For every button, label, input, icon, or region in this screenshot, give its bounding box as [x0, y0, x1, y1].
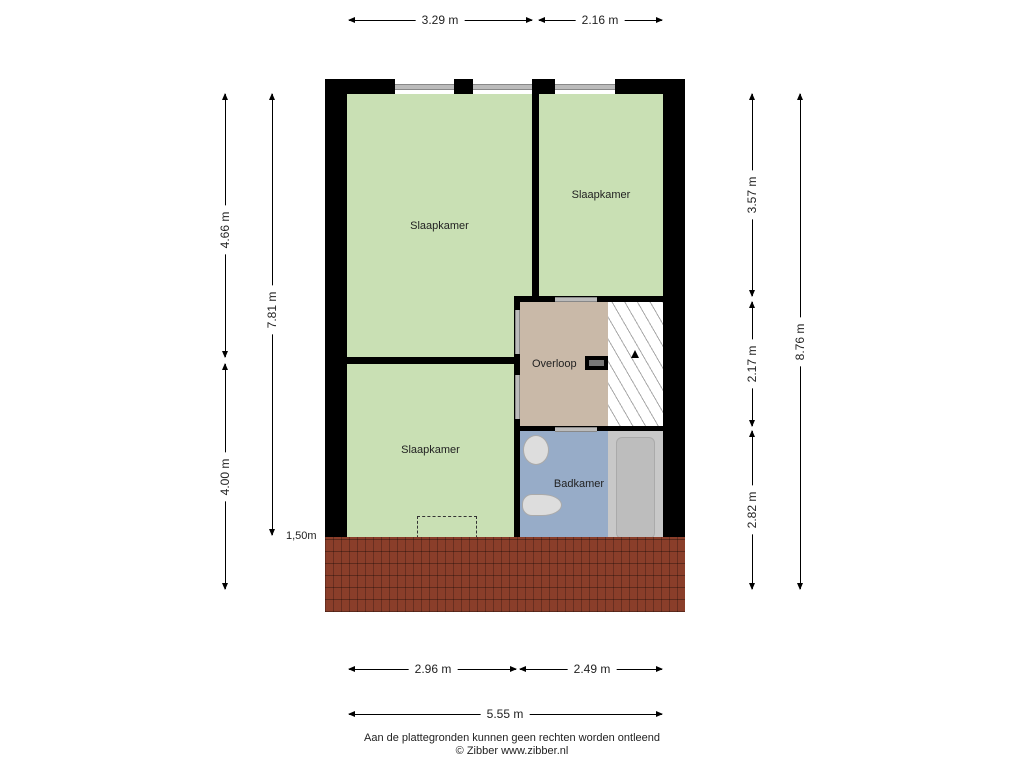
dim-label: 4.00 m [218, 452, 232, 502]
dim-label: 7.81 m [265, 285, 279, 335]
dim-label: 2.16 m [575, 13, 625, 27]
door-opening [555, 427, 597, 432]
dim-label: 4.66 m [218, 205, 232, 255]
room-label: Slaapkamer [410, 219, 469, 232]
room-label: Badkamer [553, 478, 605, 490]
dim-label: 3.57 m [745, 170, 759, 220]
window [473, 84, 532, 90]
room-slaapkamer-top-left: Slaapkamer [347, 94, 532, 357]
sink-icon [523, 435, 549, 465]
chimney [585, 356, 608, 370]
height-mark-label: 1,50m [286, 530, 317, 542]
door-opening [515, 310, 520, 354]
door-opening [515, 375, 520, 419]
dim-label: 2.96 m [408, 662, 458, 676]
dim-label: 2.82 m [745, 485, 759, 535]
dim-label: 5.55 m [480, 707, 530, 721]
wall-interior [347, 357, 516, 364]
toilet-icon [522, 494, 562, 516]
footer-copyright: © Zibber www.zibber.nl [455, 745, 569, 757]
dim-label: 2.17 m [745, 339, 759, 389]
wall-top-pillar [454, 79, 473, 94]
dim-label: 3.29 m [415, 13, 465, 27]
wall-left [325, 79, 347, 537]
wall-top-pillar [532, 79, 555, 94]
stair-arrow-icon [631, 350, 639, 358]
wall-right [663, 79, 685, 537]
window [555, 84, 615, 90]
bathtub [608, 431, 663, 539]
footer-disclaimer: Aan de plattegronden kunnen geen rechten… [363, 732, 660, 744]
room-label: Slaapkamer [401, 444, 460, 456]
roof-tiles [325, 537, 685, 612]
window [395, 84, 454, 90]
wall-top-right [615, 79, 685, 94]
dim-label: 2.49 m [567, 662, 617, 676]
wall-interior [532, 94, 539, 296]
door-opening [555, 297, 597, 302]
room-label: Overloop [532, 358, 577, 370]
dim-label: 8.76 m [793, 317, 807, 367]
room-slaapkamer-top-right: Slaapkamer [539, 94, 663, 296]
room-slaapkamer-bottom: Slaapkamer [347, 364, 514, 537]
staircase [608, 302, 663, 426]
wall-top-left [325, 79, 395, 94]
room-label: Slaapkamer [571, 189, 631, 201]
